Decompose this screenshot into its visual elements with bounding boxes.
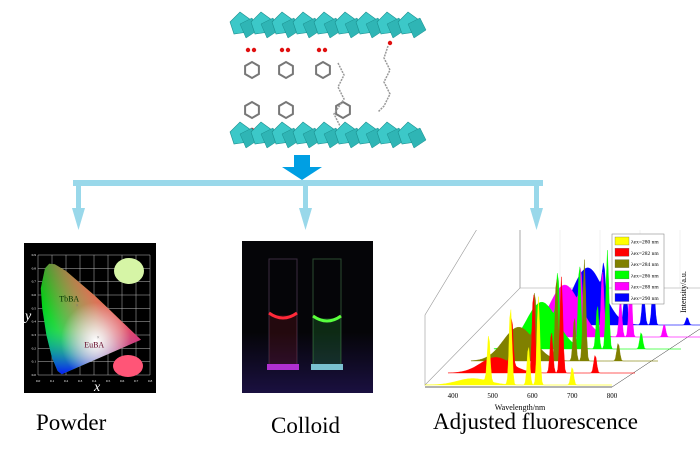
cie-point-label: TbBA (59, 295, 79, 304)
x-tick-label: 800 (607, 392, 618, 400)
benzene-ring (278, 60, 294, 80)
legend-swatch (614, 259, 630, 268)
caption-powder: Powder (36, 410, 107, 435)
legend-label: λex=284 nm (631, 262, 659, 268)
legend-label: λex=282 nm (631, 251, 659, 257)
x-tick-label: 0.0 (36, 379, 41, 383)
y-tick-label: 0.1 (32, 360, 37, 364)
main-down-arrow (282, 155, 322, 180)
x-tick-label: 0.1 (50, 379, 55, 383)
x-tick-label: 700 (567, 392, 578, 400)
spectrum-series (493, 250, 681, 350)
crystal-structure-image (229, 11, 427, 149)
oxygen-atom (245, 47, 251, 53)
depth-axis-line (611, 328, 700, 388)
legend-label: λex=286 nm (631, 273, 659, 279)
colloid-cuvettes-photo (242, 241, 373, 393)
spectrum-series (447, 276, 635, 374)
oxygen-atom (316, 47, 322, 53)
y-tick-label: 0.6 (32, 293, 37, 297)
polyhedron (407, 17, 427, 39)
x-axis-label: Wavelength/nm (495, 403, 546, 412)
y-tick-label: 0.0 (32, 373, 37, 377)
x-tick-label: 0.3 (78, 379, 83, 383)
bracket-left-stem (76, 180, 81, 210)
y-tick-label: 0.3 (32, 333, 37, 337)
legend-box (611, 233, 665, 305)
side-wall (424, 230, 521, 386)
oxygen-atom (322, 47, 328, 53)
flow-arrows (72, 155, 543, 230)
x-tick-labels: 400 500 600 700 800 (448, 392, 618, 400)
cie-x-axis-label: x (93, 380, 101, 393)
chart-legend: λex=280 nm λex=282 nm λex=284 nm λex=286 nm… (611, 233, 665, 305)
alkyl-chain (377, 45, 391, 113)
cie-y-axis-label: y (24, 309, 32, 324)
oxygen-atom (387, 40, 393, 46)
y-tick-label: 0.2 (32, 346, 37, 350)
cie-chromaticity-diagram: 0.0 0.1 0.2 0.3 0.4 0.5 0.6 0.7 0.8 0.0 0.1 0.2 0.3 0… (24, 243, 156, 393)
legend-swatch (614, 236, 630, 246)
y-tick-label: 0.7 (32, 280, 37, 284)
legend-label: λex=280 nm (631, 240, 659, 246)
green-powder-photo (114, 258, 144, 284)
inorganic-layer-top (229, 11, 427, 39)
arrow-to-fluorescence-icon (530, 208, 543, 230)
z-axis-label: Intensity/a.u. (679, 271, 688, 313)
y-tick-label: 0.8 (32, 266, 37, 270)
spectrum-series (470, 259, 658, 362)
oxygen-atom (285, 47, 291, 53)
legend-swatch (614, 248, 630, 257)
legend-label: λex=290 nm (631, 296, 659, 302)
caption-adjusted-fluorescence: Adjusted fluorescence (433, 409, 639, 434)
legend-swatch (614, 293, 630, 302)
benzene-ring (244, 60, 260, 80)
y-tick-label: 0.4 (32, 320, 37, 324)
back-wall (519, 230, 700, 289)
polyhedron (407, 127, 427, 149)
alkyl-chain (333, 62, 345, 127)
red-powder-photo (113, 355, 143, 377)
cie-points: ×TbBA×EuBA (59, 295, 104, 350)
legend-label: λex=288 nm (631, 285, 659, 291)
cie-tick-labels: 0.0 0.1 0.2 0.3 0.4 0.5 0.6 0.7 0.8 0.0 0.1 0.2 0.3 0… (32, 253, 153, 383)
x-tick-label: 0.6 (120, 379, 125, 383)
arrow-to-colloid-icon (299, 208, 312, 230)
x-tick-label: 0.2 (64, 379, 69, 383)
caption-colloid: Colloid (271, 413, 341, 438)
bracket-middle-stem (303, 180, 308, 210)
y-tick-label: 0.5 (32, 306, 37, 310)
benzene-ring (278, 100, 294, 120)
cie-gamut-white-point (40, 263, 141, 375)
cie-point-label: EuBA (84, 341, 104, 350)
spectrum-series (424, 296, 612, 386)
chart-series (424, 250, 700, 386)
benzene-ring (315, 60, 331, 80)
benzene-ring (335, 100, 351, 120)
organic-intercalants (244, 40, 393, 133)
x-tick-label: 400 (448, 392, 459, 400)
x-tick-label: 600 (527, 392, 538, 400)
green-cuvette (311, 258, 343, 370)
inorganic-layer-bottom (229, 121, 427, 149)
x-tick-label: 0.5 (106, 379, 111, 383)
red-cuvette (267, 258, 299, 370)
benzene-ring (244, 100, 260, 120)
x-tick-label: 500 (487, 392, 498, 400)
y-tick-label: 0.9 (32, 253, 37, 257)
arrow-to-powder-icon (72, 208, 85, 230)
x-tick-label: 0.4 (92, 379, 97, 383)
cie-point-marker: × (97, 336, 100, 341)
legend-swatch (614, 270, 630, 280)
cie-point-marker: × (76, 304, 79, 309)
x-tick-label: 0.7 (134, 379, 139, 383)
bracket-right-stem (534, 180, 539, 210)
legend-swatch (614, 282, 630, 291)
oxygen-atom (279, 47, 285, 53)
x-tick-label: 0.8 (148, 379, 153, 383)
oxygen-atom (251, 47, 257, 53)
